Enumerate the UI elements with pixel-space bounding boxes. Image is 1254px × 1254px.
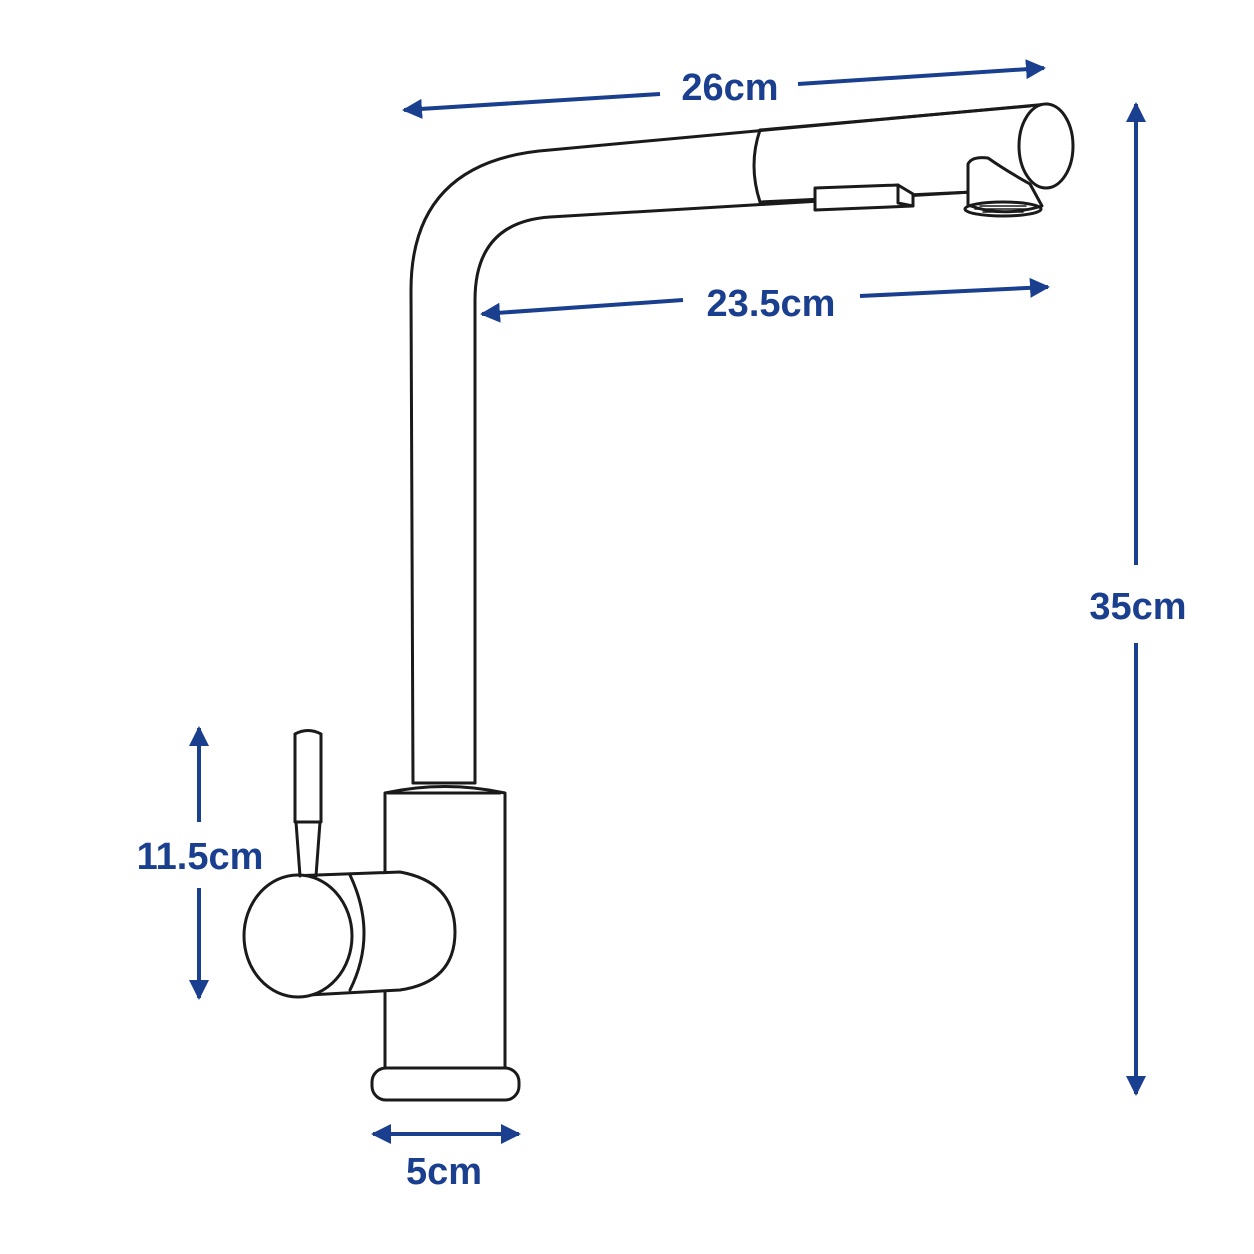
- total-width-line-right: [797, 59, 1046, 86]
- total-width-line-left: [402, 92, 661, 119]
- handle-height-label: 11.5cm: [137, 836, 264, 878]
- total-height-label: 35cm: [1089, 586, 1186, 628]
- spout-pipe: [409, 102, 1050, 785]
- handle-cap: [242, 873, 354, 999]
- spout-reach-label: 23.5cm: [707, 283, 836, 325]
- sprayer-button: [813, 183, 915, 212]
- aerator-mesh: [974, 205, 1032, 213]
- spout-end-cap: [1017, 102, 1075, 190]
- base-flange: [370, 1066, 521, 1102]
- handle-lever: [293, 729, 323, 878]
- aerator: [963, 200, 1043, 218]
- dimension-labels: 26cm 23.5cm 35cm 11.5cm 5cm: [137, 67, 1187, 1193]
- total-width-label: 26cm: [681, 67, 778, 109]
- faucet-outline: [242, 102, 1075, 1102]
- spout-collar: [386, 781, 502, 795]
- spout-reach-line-right: [859, 277, 1050, 298]
- base-diameter-label: 5cm: [406, 1151, 482, 1193]
- spout-reach-line-left: [480, 298, 684, 323]
- dimension-lines: [189, 59, 1146, 1144]
